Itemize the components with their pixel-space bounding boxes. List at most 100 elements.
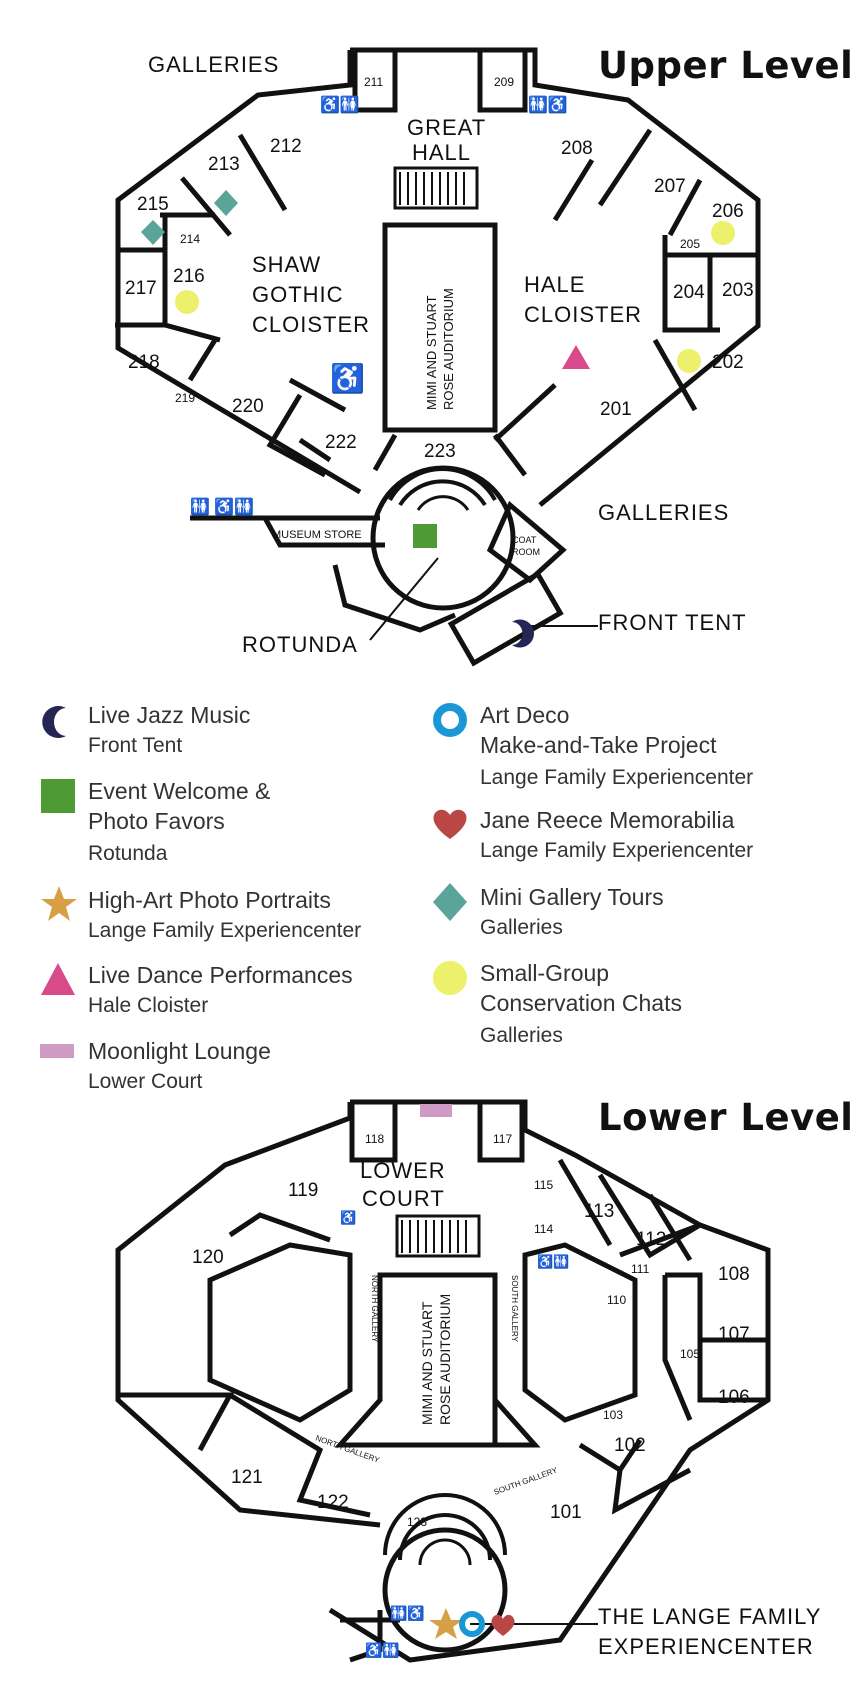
restroom-icon: 🚻♿	[390, 1605, 425, 1622]
legend-sublabel: Lower Court	[88, 1070, 203, 1093]
room-206: 206	[712, 201, 744, 222]
room-201: 201	[600, 399, 632, 420]
room-113: 113	[584, 1201, 614, 1222]
circle-icon	[433, 961, 467, 995]
room-115: 115	[534, 1178, 553, 1192]
legend-sublabel: Galleries	[480, 1024, 563, 1047]
room-111: 111	[631, 1262, 650, 1276]
legend-sublabel: Lange Family Experiencenter	[480, 839, 754, 862]
room-114: 114	[534, 1222, 553, 1236]
legend-label: High-Art Photo Portraits	[88, 887, 331, 913]
shaw-label-2: GOTHIC	[252, 282, 344, 307]
restroom-icon: ♿🚻	[537, 1254, 569, 1269]
room-211: 211	[364, 75, 383, 89]
diamond-icon	[141, 220, 165, 245]
room-112: 112	[636, 1229, 666, 1250]
legend-sublabel: Front Tent	[88, 734, 183, 757]
room-213: 213	[208, 154, 240, 175]
lower-court-label-1: LOWER	[360, 1158, 446, 1183]
great-hall-label-2: HALL	[412, 140, 471, 165]
room-202: 202	[712, 352, 744, 373]
heart-icon	[433, 809, 467, 839]
upper-level-map: GREAT HALL SHAW GOTHIC CLOISTER HALE CLO…	[115, 47, 761, 667]
star-icon	[41, 886, 77, 921]
moon-icon	[42, 706, 66, 738]
legend-label: Live Dance Performances	[88, 962, 353, 988]
room-122: 122	[317, 1492, 349, 1513]
diamond-icon	[433, 883, 467, 921]
hale-label-2: CLOISTER	[524, 302, 642, 327]
south-gallery-label-vertical: SOUTH GALLERY	[510, 1275, 519, 1343]
circle-icon	[175, 290, 199, 314]
legend-label: Live Jazz Music	[88, 702, 251, 728]
room-117: 117	[493, 1132, 512, 1146]
room-217: 217	[125, 278, 157, 299]
room-222: 222	[325, 432, 357, 453]
room-214: 214	[180, 232, 200, 246]
room-212: 212	[270, 136, 302, 157]
upper-auditorium-label-2: ROSE AUDITORIUM	[441, 288, 456, 410]
room-108: 108	[718, 1264, 750, 1285]
triangle-icon	[562, 345, 590, 369]
legend-sublabel: Galleries	[480, 916, 563, 939]
galleries-label-right: GALLERIES	[598, 500, 730, 525]
circle-icon	[711, 221, 735, 245]
restroom-icon: 🚻 ♿🚻	[190, 497, 254, 516]
upper-auditorium-label-1: MIMI AND STUART	[424, 295, 439, 410]
upper-level-title: Upper Level	[598, 44, 854, 87]
coat-room-label-1: COAT	[512, 535, 537, 545]
square-icon	[413, 524, 437, 548]
room-219: 219	[175, 391, 195, 405]
legend-label: Art Deco	[480, 702, 570, 728]
experiencenter-label-1: THE LANGE FAMILY	[598, 1604, 822, 1629]
room-118: 118	[365, 1132, 384, 1146]
room-120: 120	[192, 1247, 224, 1268]
legend-sublabel: Lange Family Experiencenter	[480, 766, 754, 789]
room-215: 215	[137, 194, 169, 215]
room-209: 209	[494, 75, 514, 89]
room-103: 103	[603, 1408, 623, 1422]
ring-icon	[433, 703, 467, 737]
outer-wall-left	[115, 50, 362, 495]
legend-label: Jane Reece Memorabilia	[480, 807, 735, 833]
star-icon	[429, 1608, 463, 1639]
north-gallery-label-vertical: NORTH GALLERY	[370, 1275, 379, 1343]
ring-icon	[459, 1611, 485, 1637]
lower-court-label-2: COURT	[362, 1186, 445, 1211]
accessibility-icon: ♿	[330, 362, 365, 395]
great-hall-label-1: GREAT	[407, 115, 486, 140]
front-tent-label: FRONT TENT	[598, 610, 747, 635]
circle-icon	[677, 349, 701, 373]
legend-label: Mini Gallery Tours	[480, 884, 664, 910]
coat-room-label-2: ROOM	[512, 547, 540, 557]
restroom-icon: 🚻♿	[528, 95, 568, 114]
south-gallery-label: SOUTH GALLERY	[493, 1465, 560, 1497]
room-119: 119	[288, 1180, 318, 1201]
experiencenter-label-2: EXPERIENCENTER	[598, 1634, 814, 1659]
room-203: 203	[722, 280, 754, 301]
room-208: 208	[561, 138, 593, 159]
room-204: 204	[673, 282, 705, 303]
bar-icon	[420, 1104, 452, 1117]
shaw-label-1: SHAW	[252, 252, 321, 277]
restroom-icon: ♿🚻	[320, 95, 360, 114]
room-123: 123	[407, 1515, 427, 1529]
outer-wall-right	[350, 47, 761, 507]
accessibility-icon: ♿	[340, 1210, 356, 1225]
legend-label: Event Welcome &	[88, 778, 271, 804]
lower-auditorium-label-2: ROSE AUDITORIUM	[437, 1294, 453, 1425]
legend-label: Make-and-Take Project	[480, 732, 717, 758]
room-102: 102	[614, 1435, 646, 1456]
legend-label: Small-Group	[480, 960, 610, 986]
room-107: 107	[718, 1324, 750, 1345]
legend-sublabel: Lange Family Experiencenter	[88, 919, 362, 942]
room-110: 110	[607, 1293, 626, 1307]
lower-level-map: LOWER COURT MIMI AND STUART ROSE AUDITOR…	[115, 1099, 771, 1663]
square-icon	[41, 779, 75, 813]
rotunda-label: ROTUNDA	[242, 632, 358, 657]
triangle-icon	[41, 963, 75, 995]
lower-level-title: Lower Level	[598, 1096, 854, 1139]
room-216: 216	[173, 266, 205, 287]
moon-icon	[512, 619, 534, 648]
shaw-label-3: CLOISTER	[252, 312, 370, 337]
